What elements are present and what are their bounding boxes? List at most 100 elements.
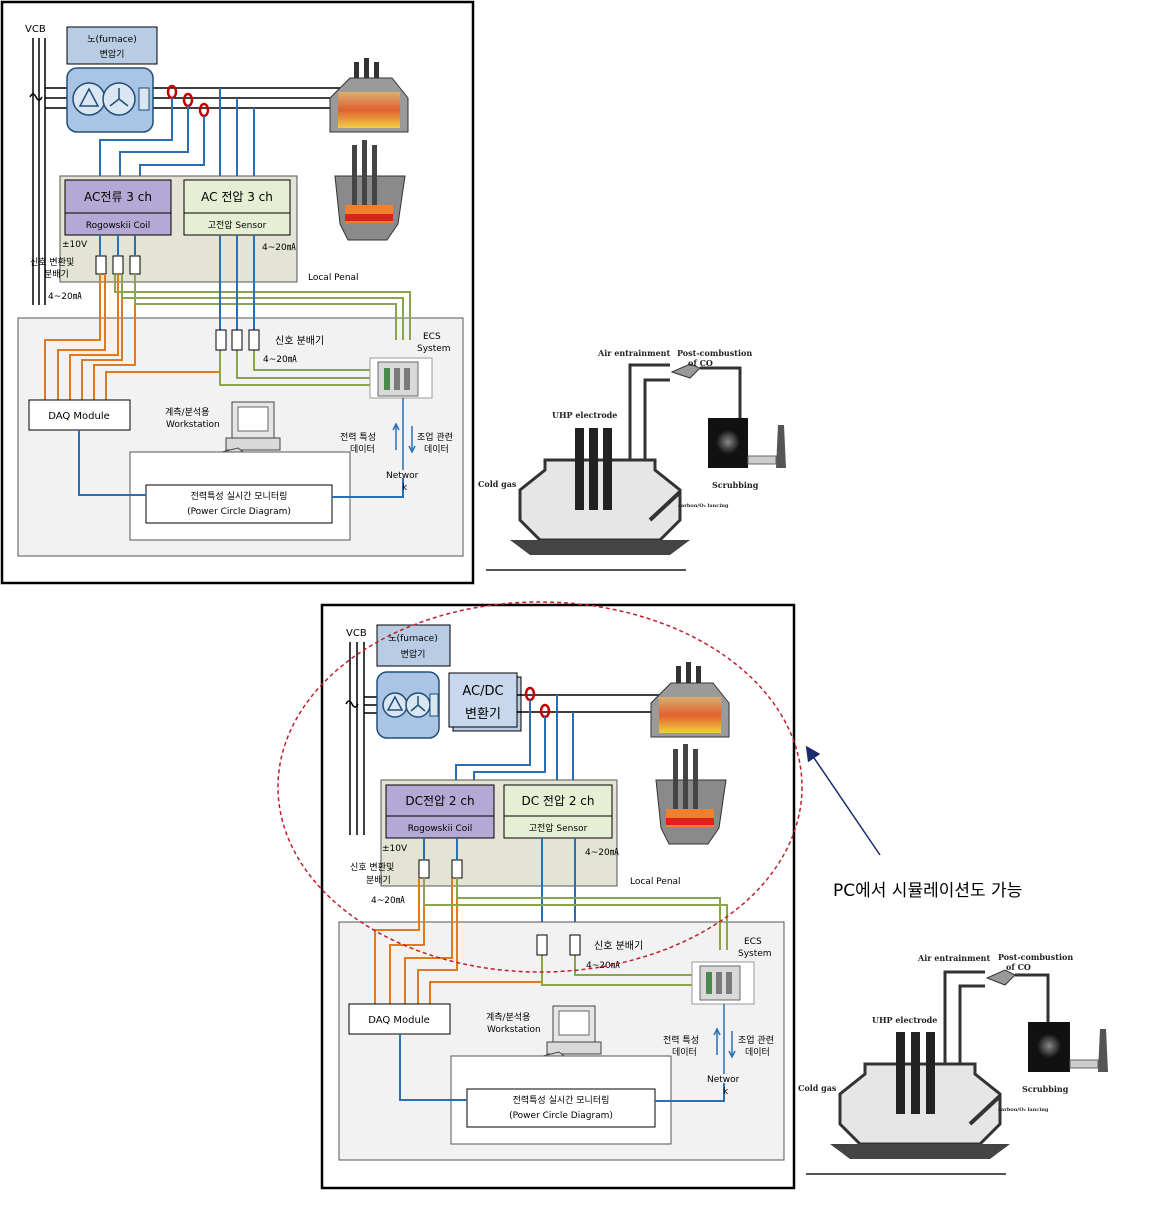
workstation-base-b	[546, 1041, 602, 1055]
monitor-label-2: (Power Circle Diagram)	[187, 507, 291, 517]
daq-module-label: DAQ Module	[48, 411, 110, 422]
daq-module-label-b: DAQ Module	[368, 1015, 430, 1026]
ac-voltage-label: AC 전압 3 ch	[201, 190, 273, 204]
orange-line-b1	[374, 878, 420, 1008]
signal-converter-1	[95, 255, 107, 275]
workstation-screen	[237, 406, 269, 432]
breaker-symbol-b	[345, 700, 359, 708]
transformer-label-box-b	[376, 624, 451, 667]
ecs-module-b3	[726, 972, 732, 994]
op-data-arrowhead	[408, 445, 416, 454]
transformer-subtitle: 변압기	[100, 48, 125, 60]
uhp-electrode-label: UHP electrode	[552, 410, 617, 420]
stack-pipe-b	[1069, 1059, 1099, 1069]
ma-right-label: 4~20㎃	[262, 243, 296, 253]
simulation-note: PC에서 시뮬레이션도 가능	[833, 881, 1023, 901]
ecs-label-2: System	[417, 344, 451, 354]
power-data-arrowhead	[392, 422, 400, 431]
uhp-electrode-3	[603, 428, 612, 510]
ac-current-label: AC전류 3 ch	[84, 190, 152, 204]
rogowski-label: Rogowskii Coil	[86, 221, 151, 231]
duct-2	[643, 378, 670, 460]
local-panel-label: Local Penal	[308, 273, 359, 283]
green-line-2	[121, 274, 404, 340]
signal-conv-label-b1: 신호 변환및	[350, 861, 394, 873]
green-line-5	[236, 350, 370, 379]
network-label-b2: k	[723, 1087, 729, 1097]
monitor-label-1: 전력특성 실시간 모니터링	[191, 490, 288, 502]
ma-mid-label: 4~20㎃	[263, 355, 297, 365]
post-combustion-label-b2: of CO	[1006, 962, 1031, 972]
green-line-b4	[574, 955, 692, 976]
dc-current-label: DC전압 2 ch	[405, 794, 474, 808]
signal-conv-label-2: 분배기	[44, 269, 69, 280]
green-line-3	[134, 274, 397, 340]
op-data-label-1: 조업 관련	[417, 432, 453, 443]
rogowski-label-b: Rogowskii Coil	[408, 824, 473, 834]
acdc-label-1: AC/DC	[462, 684, 503, 699]
op-data-label-b2: 데이터	[745, 1047, 770, 1058]
lower-melt-core-b	[666, 818, 714, 825]
air-entrainment-label: Air entrainment	[597, 348, 670, 358]
local-panel-label-b: Local Penal	[630, 877, 681, 887]
lance-icon	[648, 490, 682, 522]
orange-line-b3	[404, 878, 453, 1008]
green-line-b2	[456, 878, 721, 950]
signal-conv-label-b2: 분배기	[366, 875, 391, 886]
uhp-electrode-label-b: UHP electrode	[872, 1015, 937, 1025]
orange-line-5	[93, 274, 136, 403]
duct-b2	[958, 984, 985, 1064]
workstation-label-1: 계측/분석용	[165, 406, 209, 418]
lower-electrode-b2	[683, 744, 688, 809]
post-combustion-nozzle-b	[985, 969, 1016, 986]
post-combustion-nozzle	[670, 363, 701, 379]
scrubbing-core	[716, 430, 740, 454]
transformer-subtitle-b: 변압기	[401, 648, 426, 660]
ac-voltage-box	[183, 179, 291, 214]
lower-electrode-b3	[693, 749, 698, 809]
delta-icon-b	[386, 695, 404, 711]
monitor-box	[145, 484, 333, 524]
current-lead-2	[119, 106, 189, 180]
op-data-arrowhead-b	[728, 1050, 736, 1059]
highlight-ellipse	[277, 601, 803, 973]
workstation-label-2: Workstation	[166, 420, 220, 430]
stack-pipe	[747, 455, 777, 465]
orange-line-b2	[389, 878, 425, 1008]
transformer-terminal-b	[429, 693, 439, 717]
ecs-label-b2: System	[738, 949, 772, 959]
op-data-label-b1: 조업 관련	[738, 1035, 774, 1046]
lower-electrode-3	[372, 145, 377, 205]
dc-current-lead-1	[455, 700, 531, 785]
post-combustion-label-2: of CO	[688, 358, 713, 368]
stack-icon	[776, 425, 786, 468]
vessel-base	[510, 540, 690, 555]
uhp-electrode-b2	[911, 1032, 920, 1114]
monitor-to-network-line	[332, 478, 404, 498]
scrubbing-label: Scrubbing	[712, 480, 759, 490]
air-entrainment-label-b: Air entrainment	[917, 953, 990, 963]
ecs-module-1	[384, 368, 390, 390]
hv-sensor-box-b	[503, 815, 613, 839]
ecs-module-3	[404, 368, 410, 390]
signal-distributor-b1	[536, 934, 548, 956]
signal-converter-b1	[418, 859, 430, 879]
bottom-diagram: VCB 노(furnace) 변압기 AC/DC 변환기 DC	[320, 603, 796, 1190]
scrubbing-core-b	[1037, 1034, 1061, 1058]
power-data-label-b1: 전력 특성	[663, 1034, 699, 1046]
breaker-symbol	[29, 93, 43, 101]
monitor-to-network-line-b	[655, 1083, 725, 1102]
hv-sensor-label: 고전압 Sensor	[208, 219, 267, 231]
cold-gas-label-b: Cold gas	[798, 1083, 837, 1093]
workstation-label-b2: Workstation	[487, 1025, 541, 1035]
furnace-sketch-top: Air entrainment Post-combustion of CO UH…	[478, 348, 786, 571]
lance-icon-b	[968, 1094, 1002, 1126]
ecs-label-b1: ECS	[744, 937, 762, 947]
daq-to-monitor-line-b	[399, 1034, 467, 1101]
arc-furnace-illustration-b	[650, 662, 730, 845]
signal-dist-label: 신호 분배기	[275, 335, 324, 347]
power-data-label-1: 전력 특성	[340, 431, 376, 443]
green-line-4	[219, 340, 370, 386]
workstation-base	[225, 437, 281, 451]
